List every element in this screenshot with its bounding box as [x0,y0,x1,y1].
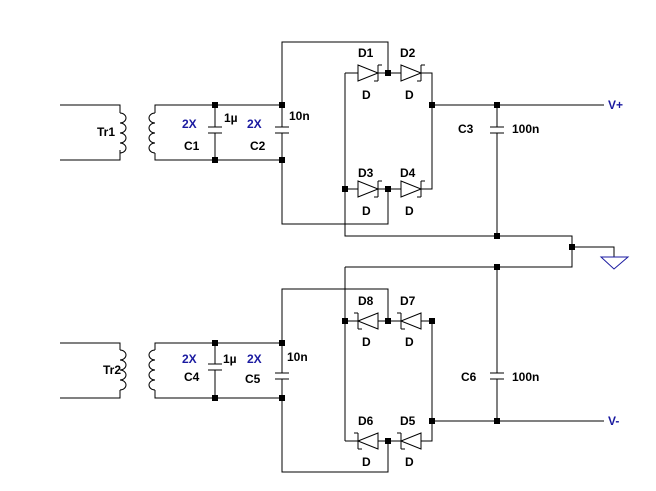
capacitor-c3[interactable] [490,102,504,239]
vplus-label: V+ [608,98,623,112]
d2-ref-label: D2 [400,46,416,60]
c2-value-label: 10n [289,109,310,123]
c3-ref-label: C3 [458,122,474,136]
d1-ref-label: D1 [358,46,374,60]
tr1-label: Tr1 [97,125,115,139]
d5-model-label: D [405,455,414,469]
c5-ref-label: C5 [245,372,261,386]
capacitor-c2[interactable] [275,102,289,163]
d7-model-label: D [405,335,414,349]
c1-ref-label: C1 [184,139,200,153]
c6-value-label: 100n [512,370,539,384]
d3-ref-label: D3 [358,166,374,180]
diode-d2[interactable] [400,64,425,82]
c5-value-label: 10n [287,350,308,364]
c4-ref-label: C4 [184,370,200,384]
d8-model-label: D [362,335,371,349]
d7-ref-label: D7 [400,294,416,308]
vminus-label: V- [608,414,619,428]
d3-model-label: D [362,204,371,218]
d5-ref-label: D5 [400,414,416,428]
diode-d1[interactable] [357,64,382,82]
d1-model-label: D [362,88,371,102]
capacitor-c4[interactable] [208,340,222,401]
c2-count-label: 2X [247,117,262,131]
c1-count-label: 2X [182,117,197,131]
d4-ref-label: D4 [400,166,416,180]
d8-ref-label: D8 [358,294,374,308]
diode-d3[interactable] [357,180,382,198]
c4-value-label: 1µ [223,352,237,366]
tr2-label: Tr2 [103,363,121,377]
d6-model-label: D [362,455,371,469]
d4-model-label: D [405,204,414,218]
diode-d8[interactable] [354,312,379,330]
capacitor-c1[interactable] [208,102,222,163]
c1-value-label: 1µ [224,111,238,125]
ground-symbol [599,256,630,270]
diode-d5[interactable] [397,432,422,450]
diode-d4[interactable] [400,180,425,198]
c6-ref-label: C6 [461,370,477,384]
diode-d6[interactable] [354,432,379,450]
c2-ref-label: C2 [250,139,266,153]
d6-ref-label: D6 [358,414,374,428]
c4-count-label: 2X [182,352,197,366]
transformer-tr1[interactable] [60,104,215,161]
d2-model-label: D [405,88,414,102]
diode-d7[interactable] [397,312,422,330]
c5-count-label: 2X [247,352,262,366]
transformer-tr2[interactable] [60,342,215,399]
c3-value-label: 100n [512,122,539,136]
capacitor-c6[interactable] [490,264,504,424]
